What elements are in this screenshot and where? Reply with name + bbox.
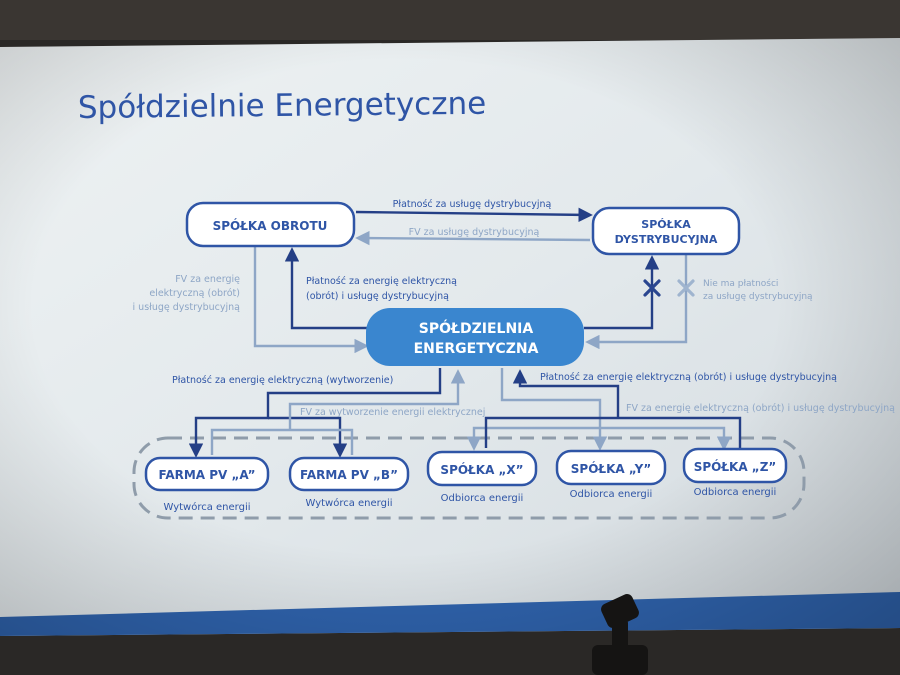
arrow-payment-generation-farm-b <box>268 416 348 458</box>
label-payment-energy-1: Płatność za energię elektryczną <box>306 276 457 287</box>
arrow-invoice-consumption-z <box>600 426 732 451</box>
node-label-line1: SPÓŁKA <box>641 218 691 231</box>
label-invoice-consumption: FV za energię elektryczną (obrót) i usłu… <box>626 403 895 414</box>
node-spolka-x: SPÓŁKA „X” <box>426 450 538 487</box>
role-caption: Odbiorca energii <box>441 493 524 504</box>
arrow-invoice-energy-to-coop <box>253 246 369 354</box>
node-farma-pv-a: FARMA PV „A” <box>144 456 270 492</box>
arrow-payment-distribution <box>355 207 593 223</box>
label-payment-distribution: Płatność za usługę dystrybucyjną <box>393 199 552 210</box>
label-payment-consumption: Płatność za energię elektryczną (obrót) … <box>540 372 837 383</box>
node-spolka-dystrybucyjna: SPÓŁKA DYSTRYBUCYJNA <box>591 206 741 256</box>
arrow-payment-generation-farm-a <box>188 368 442 458</box>
arrow-payment-consumption <box>512 369 620 418</box>
arrow-invoice-distribution <box>355 230 591 246</box>
arrow-coop-to-distribution <box>584 255 660 330</box>
node-label-line2: ENERGETYCZNA <box>414 341 539 357</box>
label-invoice-generation: FV za wytworzenie energii elektrycznej <box>300 407 485 418</box>
node-label-line2: DYSTRYBUCYJNA <box>615 233 718 246</box>
x-cross-icon <box>677 279 695 297</box>
node-spolka-z: SPÓŁKA „Z” <box>682 447 788 484</box>
node-spolka-obrotu: SPÓŁKA OBROTU <box>185 201 356 248</box>
label-invoice-energy-3: i usługę dystrybucyjną <box>133 302 241 313</box>
role-caption: Odbiorca energii <box>694 487 777 498</box>
line-invoice-generation-farms <box>210 428 354 455</box>
node-label: SPÓŁKA „Y” <box>571 461 651 476</box>
label-invoice-energy-2: elektryczną (obrót) <box>149 288 240 299</box>
slide-title: Spółdzielnie Energetyczne <box>78 86 487 126</box>
node-label: FARMA PV „A” <box>159 468 256 482</box>
line-payment-consumers <box>484 416 742 448</box>
x-cross-icon <box>643 279 661 297</box>
node-farma-pv-b: FARMA PV „B” <box>288 456 410 492</box>
members-group-outline <box>132 436 806 520</box>
arrow-distribution-to-coop <box>585 254 688 350</box>
arrow-invoice-consumption-y <box>500 368 608 451</box>
node-spoldzielnia-energetyczna: SPÓŁDZIELNIA ENERGETYCZNA <box>366 308 584 366</box>
role-caption: Odbiorca energii <box>570 489 653 500</box>
label-invoice-distribution: FV za usługę dystrybucyjną <box>409 227 540 238</box>
arrow-invoice-generation <box>288 369 466 430</box>
node-label: FARMA PV „B” <box>300 468 398 482</box>
node-label: SPÓŁKA „Z” <box>694 459 777 474</box>
role-caption: Wytwórca energii <box>163 501 250 513</box>
ceiling <box>0 0 900 40</box>
node-spolka-y: SPÓŁKA „Y” <box>555 449 667 486</box>
arrow-payment-energy-to-trader <box>284 247 370 330</box>
node-label: SPÓŁKA „X” <box>440 462 523 477</box>
node-label: SPÓŁKA OBROTU <box>213 218 328 233</box>
label-payment-energy-2: (obrót) i usługę dystrybucyjną <box>306 291 449 302</box>
stage-light-silhouette <box>592 594 648 675</box>
arrow-invoice-consumption-x <box>466 426 600 451</box>
label-payment-generation: Płatność za energię elektryczną (wytworz… <box>172 375 393 386</box>
label-no-payment-1: Nie ma płatności <box>703 278 778 289</box>
label-no-payment-2: za usługę dystrybucyjną <box>703 292 813 302</box>
node-label-line1: SPÓŁDZIELNIA <box>419 319 534 337</box>
role-caption: Wytwórca energii <box>305 497 392 509</box>
label-invoice-energy-1: FV za energię <box>175 274 240 285</box>
